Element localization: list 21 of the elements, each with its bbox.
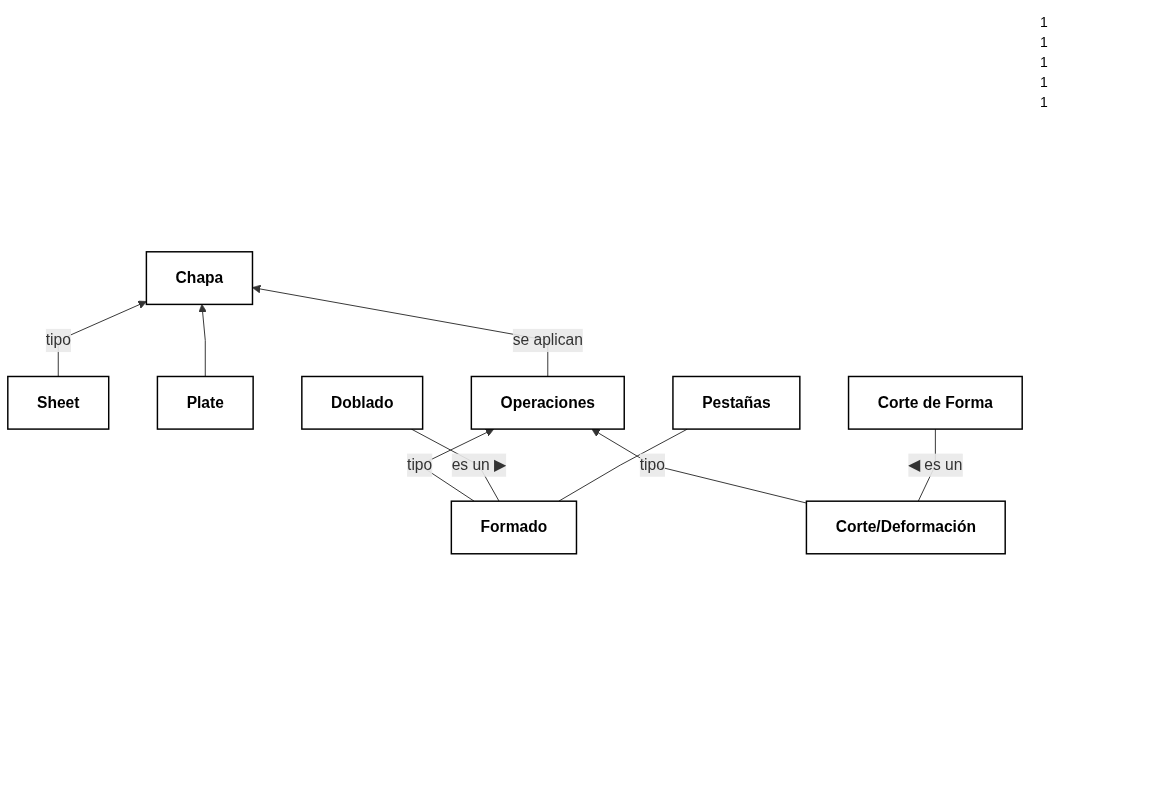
edge-label: tipo bbox=[407, 456, 433, 474]
multiplicity-label: 1 bbox=[1040, 14, 1049, 30]
node-box: Plate bbox=[156, 375, 254, 431]
node-box: Corte de Forma bbox=[847, 375, 1023, 431]
node-box: Pestañas bbox=[672, 375, 801, 431]
connector bbox=[558, 428, 688, 502]
multiplicity-label: 1 bbox=[1040, 74, 1049, 90]
edge-label: es un ▶ bbox=[451, 456, 506, 474]
edge-label: tipo bbox=[45, 331, 71, 349]
edge-label: tipo bbox=[639, 456, 665, 474]
edge-label: se aplican bbox=[512, 331, 583, 349]
multiplicity-label: 1 bbox=[1040, 54, 1049, 70]
node-box: Formado bbox=[450, 500, 578, 555]
node-box: Doblado bbox=[301, 375, 424, 431]
node-box: Chapa bbox=[145, 251, 254, 306]
multiplicity-label: 1 bbox=[1040, 34, 1049, 50]
node-box: Corte/Deformación bbox=[805, 500, 1006, 555]
node-box: Operaciones bbox=[470, 375, 625, 431]
edge-label: ◀ es un bbox=[908, 456, 963, 474]
node-box: Sheet bbox=[7, 375, 110, 431]
multiplicity-label: 1 bbox=[1040, 94, 1049, 110]
